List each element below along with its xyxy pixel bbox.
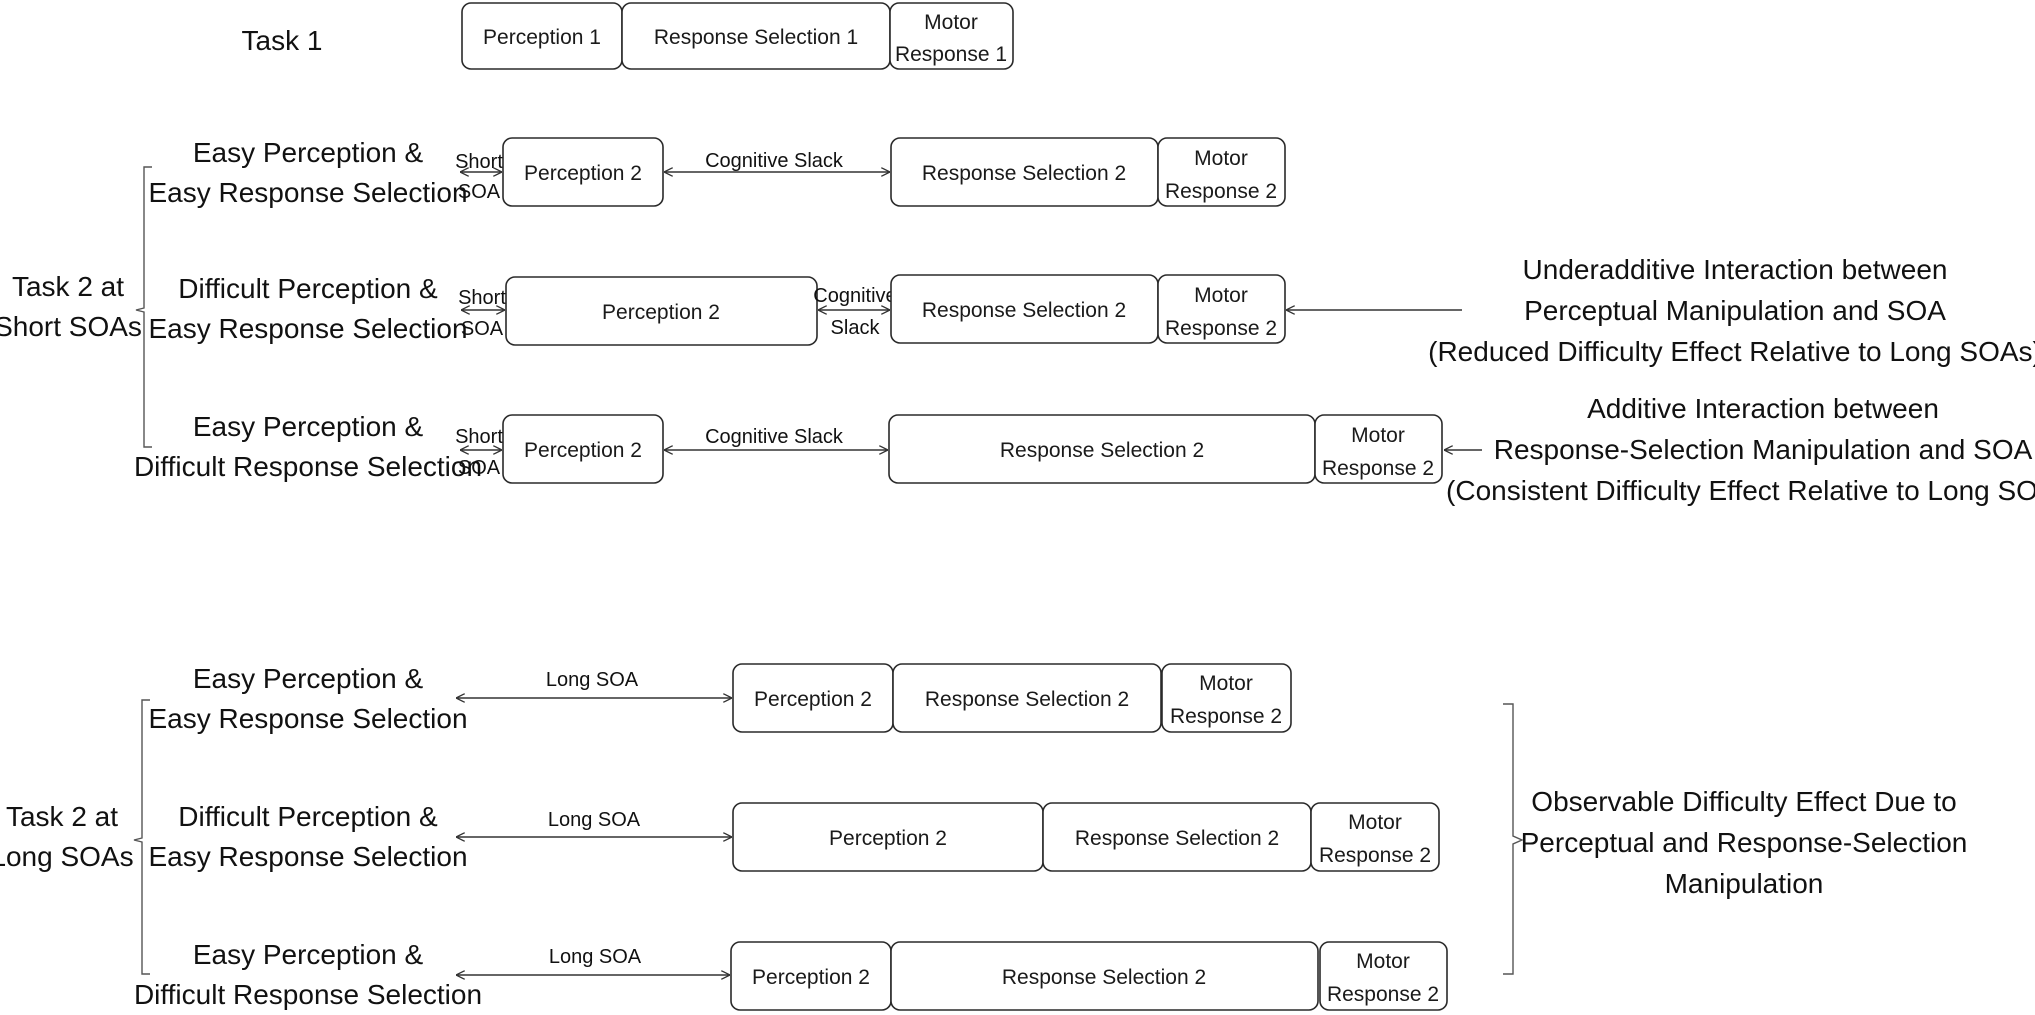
short-row2-motor-line1: Motor — [1194, 284, 1248, 307]
short-row1-motor-line2: Response 2 — [1165, 180, 1277, 203]
long-row2-soa-label: Long SOA — [548, 809, 641, 831]
short-row3-response-selection-box: Response Selection 2 — [888, 414, 1316, 484]
short-row3-soa-line2: SOA — [458, 457, 501, 479]
short-row1-condition-line2: Easy Response Selection — [148, 177, 467, 208]
long-row1-condition-line2: Easy Response Selection — [148, 703, 467, 734]
short-row3-response-selection-text: Response Selection 2 — [1000, 439, 1204, 462]
short-row2-response-selection-box: Response Selection 2 — [890, 274, 1159, 344]
long-row3-motor-line1: Motor — [1356, 950, 1410, 973]
short-row1-motor-box: Motor Response 2 — [1157, 137, 1286, 207]
short-row2-motor-line2: Response 2 — [1165, 317, 1277, 340]
long-group-label-line1: Task 2 at — [6, 801, 118, 832]
task1-perception-box: Perception 1 — [461, 2, 623, 70]
long-row2-perception-text: Perception 2 — [829, 827, 947, 850]
long-row1-motor-line2: Response 2 — [1170, 705, 1282, 728]
long-row3-condition-line2: Difficult Response Selection — [134, 979, 482, 1010]
short-row2-perception-box: Perception 2 — [505, 276, 818, 346]
short-row2-slack-line2: Slack — [831, 317, 881, 339]
long-row2-response-selection-box: Response Selection 2 — [1042, 802, 1312, 872]
short-row2-slack-line1: Cognitive — [813, 285, 896, 307]
short-row2-soa-line1: Short — [458, 287, 506, 309]
underadditive-note-line2: Perceptual Manipulation and SOA — [1524, 295, 1946, 326]
short-row2-soa-line2: SOA — [461, 318, 504, 340]
long-row2-response-selection-text: Response Selection 2 — [1075, 827, 1279, 850]
underadditive-note-line3: (Reduced Difficulty Effect Relative to L… — [1428, 336, 2035, 367]
task1-label: Task 1 — [242, 25, 323, 56]
task1-motor-line1: Motor — [924, 11, 978, 34]
long-group-bracket — [133, 699, 150, 975]
short-row2-condition-line2: Easy Response Selection — [148, 313, 467, 344]
long-row1-perception-text: Perception 2 — [754, 688, 872, 711]
long-row3-condition-line1: Easy Perception & — [193, 939, 424, 970]
long-row1-soa-label: Long SOA — [546, 669, 639, 691]
long-row3-response-selection-text: Response Selection 2 — [1002, 966, 1206, 989]
long-row2-motor-line1: Motor — [1348, 811, 1402, 834]
short-row3-slack-label: Cognitive Slack — [705, 426, 844, 448]
long-row3-soa-label: Long SOA — [549, 946, 642, 968]
short-row1-response-selection-box: Response Selection 2 — [890, 137, 1159, 207]
short-row3-perception-box: Perception 2 — [502, 414, 664, 484]
additive-note-line1: Additive Interaction between — [1587, 393, 1939, 424]
short-row3-motor-line2: Response 2 — [1322, 457, 1434, 480]
short-row2-perception-text: Perception 2 — [602, 301, 720, 324]
short-row1-response-selection-text: Response Selection 2 — [922, 162, 1126, 185]
long-row1-motor-line1: Motor — [1199, 672, 1253, 695]
additive-note-line3: (Consistent Difficulty Effect Relative t… — [1446, 475, 2035, 506]
short-row3-motor-box: Motor Response 2 — [1314, 414, 1443, 484]
short-row3-motor-line1: Motor — [1351, 424, 1405, 447]
observable-note-line1: Observable Difficulty Effect Due to — [1531, 786, 1956, 817]
short-row3-condition-line2: Difficult Response Selection — [134, 451, 482, 482]
long-row2-perception-box: Perception 2 — [732, 802, 1044, 872]
short-group-label-line1: Task 2 at — [12, 271, 124, 302]
short-row1-soa-line1: Short — [455, 151, 503, 173]
long-row3-perception-box: Perception 2 — [730, 941, 892, 1011]
short-row1-motor-line1: Motor — [1194, 147, 1248, 170]
short-row1-condition-line1: Easy Perception & — [193, 137, 424, 168]
short-group-bracket — [135, 166, 152, 448]
long-row2-condition-line1: Difficult Perception & — [178, 801, 438, 832]
long-group-label-line2: Long SOAs — [0, 841, 134, 872]
short-row2-motor-box: Motor Response 2 — [1157, 274, 1286, 344]
long-group-right-bracket — [1503, 703, 1524, 975]
short-row3-soa-line1: Short — [455, 426, 503, 448]
underadditive-note-line1: Underadditive Interaction between — [1523, 254, 1948, 285]
task1-response-selection-text: Response Selection 1 — [654, 26, 858, 49]
long-row3-motor-box: Motor Response 2 — [1319, 941, 1448, 1011]
long-row2-motor-box: Motor Response 2 — [1310, 802, 1440, 872]
long-row3-perception-text: Perception 2 — [752, 966, 870, 989]
task1-response-selection-box: Response Selection 1 — [621, 2, 891, 70]
long-row2-condition-line2: Easy Response Selection — [148, 841, 467, 872]
long-row1-condition-line1: Easy Perception & — [193, 663, 424, 694]
short-row1-perception-text: Perception 2 — [524, 162, 642, 185]
long-row1-response-selection-box: Response Selection 2 — [892, 663, 1162, 733]
observable-note-line3: Manipulation — [1665, 868, 1824, 899]
long-row1-perception-box: Perception 2 — [732, 663, 894, 733]
short-row1-perception-box: Perception 2 — [502, 137, 664, 207]
task1-motor-line2: Response 1 — [895, 43, 1007, 66]
long-row2-motor-line2: Response 2 — [1319, 844, 1431, 867]
long-row1-motor-box: Motor Response 2 — [1161, 663, 1292, 733]
long-row3-response-selection-box: Response Selection 2 — [890, 941, 1319, 1011]
additive-note-line2: Response-Selection Manipulation and SOA — [1494, 434, 2033, 465]
short-row3-perception-text: Perception 2 — [524, 439, 642, 462]
short-group-label-line2: Short SOAs — [0, 311, 142, 342]
short-row1-slack-label: Cognitive Slack — [705, 150, 844, 172]
short-row3-condition-line1: Easy Perception & — [193, 411, 424, 442]
long-row1-response-selection-text: Response Selection 2 — [925, 688, 1129, 711]
task1-motor-box: Motor Response 1 — [889, 2, 1014, 70]
short-row2-response-selection-text: Response Selection 2 — [922, 299, 1126, 322]
long-row3-motor-line2: Response 2 — [1327, 983, 1439, 1006]
short-row2-condition-line1: Difficult Perception & — [178, 273, 438, 304]
observable-note-line2: Perceptual and Response-Selection — [1521, 827, 1968, 858]
short-row1-soa-line2: SOA — [458, 181, 501, 203]
task1-perception-text: Perception 1 — [483, 26, 601, 49]
